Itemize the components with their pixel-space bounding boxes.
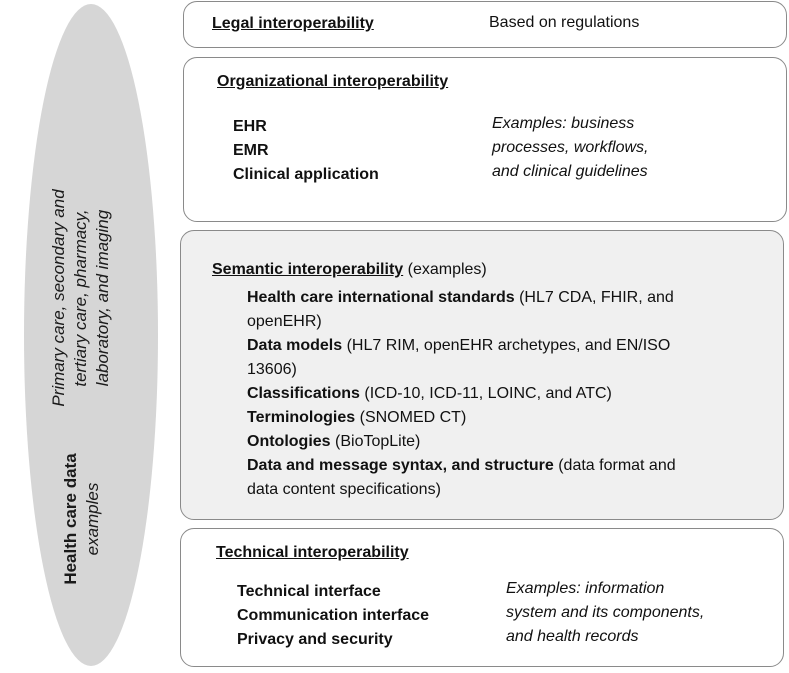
tech-item-communication-interface: Communication interface bbox=[237, 607, 430, 624]
technical-items: Technical interface Communication interf… bbox=[237, 580, 429, 652]
semantic-items: Health care international standards (HL7… bbox=[247, 286, 767, 502]
organizational-heading: Organizational interoperability bbox=[217, 73, 449, 90]
legal-interoperability-box: Legal interoperability Based on regulati… bbox=[183, 1, 787, 48]
semantic-item-data-models: Data models (HL7 RIM, openEHR archetypes… bbox=[247, 337, 671, 354]
org-example-line-2: processes, workflows, bbox=[492, 139, 649, 156]
semantic-item-syntax-cont: data content specifications) bbox=[247, 481, 441, 498]
organizational-examples: Examples: business processes, workflows,… bbox=[492, 112, 649, 184]
tech-example-line-2: system and its components, bbox=[506, 604, 705, 621]
care-settings-ellipse bbox=[24, 4, 158, 666]
care-label-line-2: tertiary care, pharmacy, bbox=[71, 209, 90, 387]
health-care-data-title: Health care data bbox=[61, 453, 80, 585]
health-care-data-subtitle: examples bbox=[83, 482, 102, 556]
legal-heading: Legal interoperability bbox=[212, 15, 374, 32]
legal-note: Based on regulations bbox=[489, 14, 640, 31]
semantic-heading: Semantic interoperability bbox=[212, 261, 404, 278]
semantic-item-classifications: Classifications (ICD-10, ICD-11, LOINC, … bbox=[247, 385, 612, 402]
semantic-interoperability-box: Semantic interoperability (examples) Hea… bbox=[180, 230, 784, 520]
tech-example-line-1: Examples: information bbox=[506, 580, 665, 597]
tech-item-technical-interface: Technical interface bbox=[237, 583, 381, 600]
org-item-ehr: EHR bbox=[233, 118, 267, 135]
org-item-clinical-application: Clinical application bbox=[233, 166, 379, 183]
health-care-data-label: Health care data examples bbox=[60, 434, 110, 604]
care-settings-label: Primary care, secondary and tertiary car… bbox=[48, 118, 128, 478]
organizational-items: EHR EMR Clinical application bbox=[233, 115, 379, 187]
technical-examples: Examples: information system and its com… bbox=[506, 577, 704, 649]
semantic-heading-line: Semantic interoperability (examples) bbox=[212, 258, 487, 282]
tech-example-line-3: and health records bbox=[506, 628, 639, 645]
org-example-line-3: and clinical guidelines bbox=[492, 163, 648, 180]
care-label-line-1: Primary care, secondary and bbox=[49, 189, 68, 407]
org-example-line-1: Examples: business bbox=[492, 115, 635, 132]
technical-heading: Technical interoperability bbox=[216, 544, 409, 561]
semantic-item-terminologies: Terminologies (SNOMED CT) bbox=[247, 409, 467, 426]
care-label-line-3: laboratory, and imaging bbox=[93, 209, 112, 387]
semantic-item-standards: Health care international standards (HL7… bbox=[247, 289, 674, 306]
semantic-heading-suffix: (examples) bbox=[403, 261, 487, 278]
semantic-item-standards-cont: openEHR) bbox=[247, 313, 322, 330]
org-item-emr: EMR bbox=[233, 142, 269, 159]
organizational-interoperability-box: Organizational interoperability EHR EMR … bbox=[183, 57, 787, 222]
semantic-item-ontologies: Ontologies (BioTopLite) bbox=[247, 433, 421, 450]
technical-interoperability-box: Technical interoperability Technical int… bbox=[180, 528, 784, 667]
semantic-item-data-models-cont: 13606) bbox=[247, 361, 297, 378]
semantic-item-syntax: Data and message syntax, and structure (… bbox=[247, 457, 676, 474]
tech-item-privacy-security: Privacy and security bbox=[237, 631, 393, 648]
